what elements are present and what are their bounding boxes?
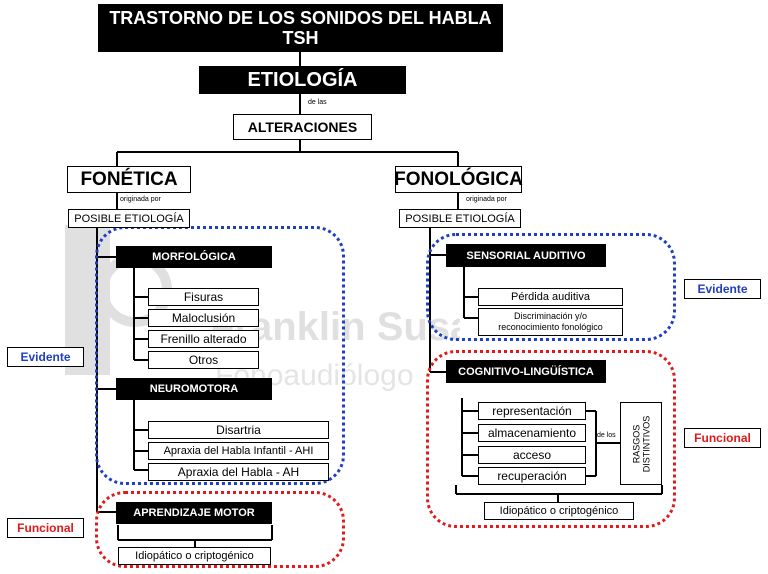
fonologica-label: FONOLÓGICA (394, 168, 523, 190)
morfologica-item-label: Otros (188, 353, 219, 367)
neuromotora-item-label: Apraxia del Habla - AH (177, 465, 300, 479)
cognitivo-item: representación (478, 402, 586, 420)
fonetica-evidente-text: Evidente (20, 350, 71, 364)
morfologica-item: Otros (148, 351, 259, 369)
neuromotora-item: Apraxia del Habla Infantil - AHI (148, 442, 329, 460)
rasgos-distintivos-box: RASGOS DISTINTIVOS (620, 402, 662, 485)
de-los-label: de los (597, 432, 616, 439)
sensorial-item: Discriminación y/o reconocimiento fonoló… (478, 308, 623, 336)
cognitivo-item-label: representación (492, 404, 572, 418)
neuromotora-item: Disartria (148, 421, 329, 439)
cognitivo-item-label: almacenamiento (487, 426, 577, 440)
morfologica-label: MORFOLÓGICA (152, 251, 236, 263)
sensorial-item: Pérdida auditiva (478, 288, 623, 306)
fonetica-evidente-region (95, 226, 345, 485)
alteraciones-label: ALTERACIONES (247, 119, 358, 135)
neuromotora-item: Apraxia del Habla - AH (148, 463, 329, 481)
neuromotora-box: NEUROMOTORA (116, 378, 272, 400)
main-title-line2: TSH (282, 28, 319, 48)
fonologica-funcional-text: Funcional (694, 431, 751, 445)
fonologica-funcional-label: Funcional (684, 428, 761, 448)
sensorial-auditivo-box: SENSORIAL AUDITIVO (446, 244, 606, 267)
cognitivo-item: acceso (478, 446, 586, 464)
cognitivo-linguistica-label: COGNITIVO-LINGÜÍSTICA (458, 365, 594, 378)
fonologica-originada-label: originada por (466, 196, 507, 203)
aprendizaje-motor-label: APRENDIZAJE MOTOR (133, 507, 255, 519)
fonetica-posible-etiologia-label: POSIBLE ETIOLOGÍA (74, 212, 184, 225)
cognitivo-item-label: acceso (512, 448, 552, 462)
sensorial-auditivo-label: SENSORIAL AUDITIVO (466, 249, 586, 262)
cognitivo-item-label: recuperación (497, 469, 567, 483)
neuromotora-item-label: Disartria (216, 423, 261, 437)
morfologica-item-label: Fisuras (183, 290, 224, 304)
rasgos-distintivos-label: RASGOS DISTINTIVOS (631, 415, 651, 472)
neuromotora-label: NEUROMOTORA (149, 383, 239, 395)
morfologica-item-label: Maloclusión (171, 311, 236, 325)
alteraciones-box: ALTERACIONES (233, 114, 372, 140)
neuromotora-item-label: Apraxia del Habla Infantil - AHI (163, 445, 314, 457)
fonologica-idiopatico-box: Idiopático o criptogénico (484, 502, 634, 520)
fonetica-idiopatico-box: Idiopático o criptogénico (118, 547, 271, 565)
fonetica-funcional-label: Funcional (7, 518, 84, 538)
fonetica-idiopatico-label: Idiopático o criptogénico (135, 550, 254, 562)
cognitivo-linguistica-box: COGNITIVO-LINGÜÍSTICA (446, 360, 606, 383)
fonologica-posible-etiologia-box: POSIBLE ETIOLOGÍA (399, 209, 521, 228)
fonetica-funcional-text: Funcional (17, 521, 74, 535)
fonologica-evidente-text: Evidente (697, 282, 748, 296)
fonologica-posible-etiologia-label: POSIBLE ETIOLOGÍA (405, 212, 515, 225)
cognitivo-item: recuperación (478, 467, 586, 485)
fonologica-evidente-region (426, 233, 676, 341)
fonetica-originada-label: originada por (120, 196, 161, 203)
main-title: TRASTORNO DE LOS SONIDOS DEL HABLA TSH (98, 4, 503, 52)
fonologica-evidente-label: Evidente (684, 279, 761, 299)
fonetica-box: FONÉTICA (67, 166, 191, 193)
fonetica-posible-etiologia-box: POSIBLE ETIOLOGÍA (68, 209, 190, 228)
morfologica-item: Fisuras (148, 288, 259, 306)
fonetica-funcional-region (95, 491, 345, 568)
fonologica-funcional-region (426, 350, 676, 528)
etiologia-box: ETIOLOGÍA (199, 66, 406, 94)
main-title-line1: TRASTORNO DE LOS SONIDOS DEL HABLA (109, 8, 492, 28)
etiologia-label: ETIOLOGÍA (247, 68, 358, 91)
aprendizaje-motor-box: APRENDIZAJE MOTOR (116, 502, 272, 524)
fonetica-evidente-label: Evidente (7, 347, 84, 367)
morfologica-box: MORFOLÓGICA (116, 246, 272, 268)
sensorial-item-label: Pérdida auditiva (511, 291, 590, 303)
fonologica-box: FONOLÓGICA (394, 166, 523, 193)
morfologica-item: Frenillo alterado (148, 330, 259, 348)
cognitivo-item: almacenamiento (478, 424, 586, 442)
morfologica-item-label: Frenillo alterado (160, 332, 247, 346)
sensorial-item-label: Discriminación y/o reconocimiento fonoló… (498, 311, 603, 332)
de-las-label: de las (308, 99, 327, 106)
fonetica-label: FONÉTICA (80, 168, 178, 190)
fonologica-idiopatico-label: Idiopático o criptogénico (499, 505, 619, 517)
morfologica-item: Maloclusión (148, 309, 259, 327)
